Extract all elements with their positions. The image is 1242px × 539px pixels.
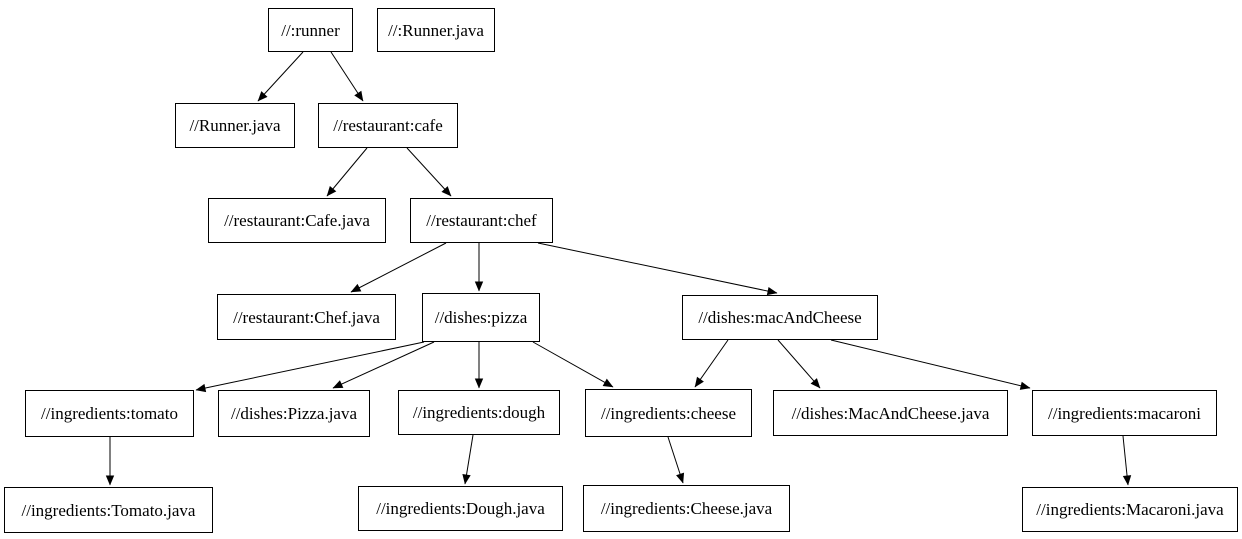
edge-runner-to-runner_java xyxy=(257,51,304,102)
edge-chef-to-mac_and_cheese xyxy=(537,242,778,296)
edge-macaroni-to-macaroni_java xyxy=(1122,435,1132,486)
graph-node-cafe: //restaurant:cafe xyxy=(318,103,458,148)
node-label-root-runner-java: //:Runner.java xyxy=(388,20,484,40)
node-label-cheese-java: //ingredients:Cheese.java xyxy=(600,499,773,518)
graph-node-runner-java: //Runner.java xyxy=(175,103,295,148)
node-label-pizza: //dishes:pizza xyxy=(434,308,528,327)
graph-node-pizza: //dishes:pizza xyxy=(422,293,540,342)
edge-pizza-to-tomato xyxy=(195,341,425,393)
graph-node-macaroni-java: //ingredients:Macaroni.java xyxy=(1022,487,1238,532)
edge-chef-to-chef_java xyxy=(350,242,447,293)
graph-node-pizza-java: //dishes:Pizza.java xyxy=(218,390,370,437)
node-label-pizza-java: //dishes:Pizza.java xyxy=(230,404,358,423)
graph-node-cheese-java: //ingredients:Cheese.java xyxy=(583,485,790,532)
node-label-runner: //:runner xyxy=(281,20,340,40)
edge-runner-to-cafe xyxy=(330,51,364,102)
node-label-macaroni-java: //ingredients:Macaroni.java xyxy=(1036,500,1224,519)
node-label-chef: //restaurant:chef xyxy=(426,211,537,230)
edge-cafe-to-cafe_java xyxy=(326,147,368,197)
edge-pizza-to-cheese xyxy=(532,341,614,388)
node-label-macaroni: //ingredients:macaroni xyxy=(1048,403,1201,423)
node-label-runner-java: //Runner.java xyxy=(189,116,281,135)
edge-cafe-to-chef xyxy=(406,147,452,197)
node-label-dough: //ingredients:dough xyxy=(412,403,546,422)
node-label-mac-and-cheese-java: //dishes:MacAndCheese.java xyxy=(791,403,990,423)
graph-node-mac-and-cheese-java: //dishes:MacAndCheese.java xyxy=(773,390,1008,436)
graph-node-macaroni: //ingredients:macaroni xyxy=(1032,390,1217,436)
graph-node-tomato-java: //ingredients:Tomato.java xyxy=(4,487,213,533)
graph-node-dough-java: //ingredients:Dough.java xyxy=(358,486,563,531)
graph-node-chef: //restaurant:chef xyxy=(410,198,553,243)
node-label-cheese: //ingredients:cheese xyxy=(600,403,736,423)
edge-mac_and_cheese-to-macaroni xyxy=(830,339,1031,390)
node-label-tomato: //ingredients:tomato xyxy=(41,404,178,423)
node-label-dough-java: //ingredients:Dough.java xyxy=(376,499,545,518)
graph-node-tomato: //ingredients:tomato xyxy=(25,390,194,437)
graph-node-mac-and-cheese: //dishes:macAndCheese xyxy=(682,295,878,340)
graph-node-dough: //ingredients:dough xyxy=(398,390,560,435)
graph-node-runner: //:runner xyxy=(268,8,353,52)
edge-cheese-to-cheese_java xyxy=(667,436,685,484)
node-label-cafe: //restaurant:cafe xyxy=(333,116,443,135)
graph-node-cafe-java: //restaurant:Cafe.java xyxy=(208,198,386,243)
node-label-mac-and-cheese: //dishes:macAndCheese xyxy=(698,308,862,327)
graph-node-chef-java: //restaurant:Chef.java xyxy=(217,294,396,340)
edge-dough-to-dough_java xyxy=(462,434,474,485)
node-label-chef-java: //restaurant:Chef.java xyxy=(233,307,380,327)
node-label-tomato-java: //ingredients:Tomato.java xyxy=(21,500,196,520)
edge-pizza-to-pizza_java xyxy=(332,341,435,389)
node-label-cafe-java: //restaurant:Cafe.java xyxy=(224,211,370,230)
edge-mac_and_cheese-to-cheese xyxy=(694,339,729,388)
graph-node-cheese: //ingredients:cheese xyxy=(585,389,752,437)
edge-mac_and_cheese-to-mac_and_cheese_java xyxy=(777,339,821,389)
graph-node-root-runner-java: //:Runner.java xyxy=(377,8,495,52)
